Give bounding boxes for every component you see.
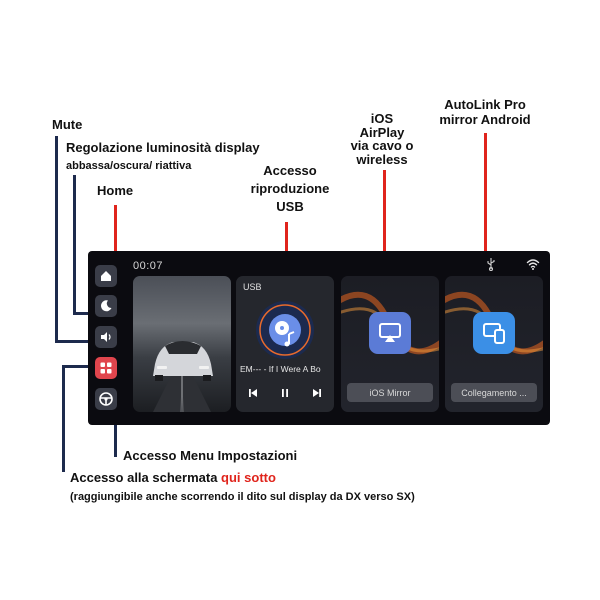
screen-below-prefix: Accesso alla schermata: [70, 470, 222, 485]
home-pointer-line: [114, 205, 117, 251]
ios-label-line: via cavo o: [350, 138, 414, 154]
ios-pointer-line: [383, 170, 386, 251]
autolink-card[interactable]: Collegamento ...: [445, 276, 543, 412]
brightness-label: Regolazione luminosità display: [66, 140, 260, 155]
sidebar-settings-button[interactable]: [95, 388, 117, 410]
home-car-card[interactable]: [133, 276, 231, 412]
track-title: EM--- - If I Were A Bo: [240, 364, 321, 374]
usb-label-line: USB: [276, 198, 304, 214]
sidebar-brightness-button[interactable]: [95, 295, 117, 317]
autolink-connect-label: Collegamento ...: [451, 383, 537, 402]
swipe-note: (raggiungibile anche scorrendo il dito s…: [70, 491, 415, 503]
usb-label-line: Accesso: [263, 163, 317, 178]
ios-mirror-card[interactable]: iOS Mirror: [341, 276, 439, 412]
ios-label-line: AirPlay: [359, 124, 405, 140]
home-label: Home: [97, 183, 134, 198]
mute-pointer-vertical: [55, 136, 58, 342]
ios-label-line: wireless: [356, 151, 408, 167]
pause-icon[interactable]: [278, 386, 292, 400]
screen-below-pointer-vertical: [62, 366, 65, 472]
mute-pointer-horizontal: [55, 340, 93, 343]
brightness-pointer-horizontal: [73, 312, 93, 315]
autolink-label-line: AutoLink Pro: [444, 97, 526, 112]
usb-card-title: USB: [243, 282, 262, 292]
screen-mirror-icon: [473, 312, 515, 354]
brightness-pointer-vertical: [73, 175, 76, 314]
sidebar-apps-button[interactable]: [95, 357, 117, 379]
autolink-label: AutoLink Pro mirror Android: [430, 97, 540, 128]
screen-below-label: Accesso alla schermata qui sotto: [70, 470, 276, 486]
sidebar-home-button[interactable]: [95, 265, 117, 287]
ios-mirror-label: iOS Mirror: [347, 383, 433, 402]
moon-icon: [100, 300, 112, 312]
home-icon: [101, 271, 111, 281]
brightness-sub-label: abbassa/oscura/ riattiva: [66, 160, 192, 172]
ios-label: iOS AirPlay via cavo o wireless: [342, 112, 422, 167]
next-icon[interactable]: [310, 386, 324, 400]
clock: 00:07: [133, 260, 164, 272]
screen-below-highlight: qui sotto: [221, 470, 276, 485]
car-image: [153, 341, 213, 412]
music-disc-icon: [256, 301, 314, 359]
previous-icon[interactable]: [246, 386, 260, 400]
usb-icon: [487, 258, 495, 271]
autolink-label-line: mirror Android: [439, 111, 531, 127]
apps-grid-icon: [100, 362, 112, 374]
sidebar-mute-button[interactable]: [95, 326, 117, 348]
screen-below-pointer-horizontal: [62, 365, 93, 368]
steering-wheel-icon: [99, 392, 113, 406]
usb-label-line: riproduzione: [250, 180, 330, 196]
usb-pointer-line: [285, 222, 288, 251]
ios-label-line: iOS: [370, 111, 394, 126]
head-unit-screen: 00:07: [88, 251, 550, 425]
usb-label: Accesso riproduzione USB: [240, 163, 340, 215]
volume-icon: [101, 332, 111, 342]
airplay-icon: [369, 312, 411, 354]
mute-label: Mute: [52, 117, 83, 132]
settings-menu-label: Accesso Menu Impostazioni: [123, 448, 298, 463]
settings-pointer-line: [114, 425, 117, 457]
usb-card[interactable]: USB EM--- - If I Were A Bo: [236, 276, 334, 412]
autolink-pointer-line: [484, 133, 487, 251]
wifi-icon: [526, 259, 540, 270]
